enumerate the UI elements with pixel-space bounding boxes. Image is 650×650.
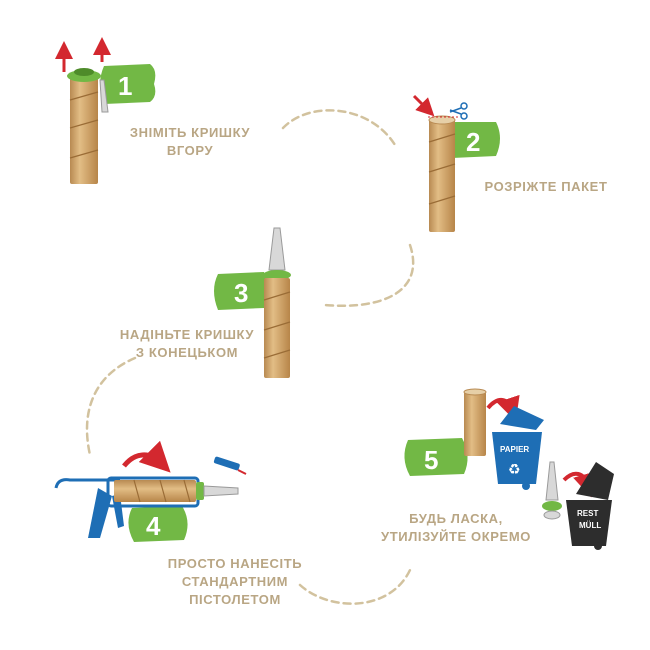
step-5-cap (542, 501, 562, 511)
gun-handle (88, 488, 112, 538)
step-4-label-line3: ПІСТОЛЕТОМ (189, 592, 281, 607)
step-5-label-line2: УТИЛІЗУЙТЕ ОКРЕМО (381, 529, 531, 544)
step-1-label: ЗНІМІТЬ КРИШКУ ВГОРУ (120, 124, 260, 160)
step-2-label-line1: РОЗРІЖТЕ ПАКЕТ (484, 179, 608, 194)
step-1-nozzle (99, 79, 109, 113)
step-1-number: 1 (118, 71, 132, 101)
connector-4-5 (298, 568, 412, 605)
rest-bin-label-1: REST (577, 509, 598, 518)
cutter-knife-icon (213, 456, 247, 475)
caulking-gun (54, 476, 239, 538)
step-5-badge (404, 438, 468, 476)
step-1-tube (70, 78, 98, 184)
curved-arrow-icon (122, 440, 171, 473)
paper-bin-icon: PAPIER ♻ (492, 406, 544, 490)
step-3-tube (264, 278, 290, 378)
step-3-tube-stripes (263, 291, 291, 359)
rest-bin-icon: REST MÜLL (566, 462, 614, 550)
step-3-cap (263, 270, 291, 280)
step-4-tube (114, 480, 196, 502)
step-3-label: НАДІНЬТЕ КРИШКУ З КОНЕЦЬКОМ (112, 326, 262, 362)
step-2-tube-stripes (428, 133, 456, 205)
step-5-label: БУДЬ ЛАСКА, УТИЛІЗУЙТЕ ОКРЕМО (370, 510, 542, 546)
step-2: 2 (412, 94, 500, 232)
step-4-label-line1: ПРОСТО НАНЕСІТЬ (167, 556, 303, 571)
step-3-label-line1: НАДІНЬТЕ КРИШКУ (119, 327, 255, 342)
step-4-label-line2: СТАНДАРТНИМ (181, 574, 289, 589)
step-4-nozzle (203, 485, 239, 497)
step-5-nozzle (545, 461, 559, 501)
step-3-label-line2: З КОНЕЦЬКОМ (135, 345, 239, 360)
scissors-icon (449, 102, 468, 120)
step-1-label-line2: ВГОРУ (166, 143, 214, 158)
step-4-badge (128, 506, 188, 542)
step-5-number: 5 (424, 445, 438, 475)
connector-1-2 (281, 109, 397, 147)
connector-3-4 (85, 356, 137, 457)
step-5-empty-tube-top (463, 388, 487, 396)
step-1-cap-top (74, 68, 94, 76)
step-4-tube-stripes (133, 479, 191, 503)
step-3: 3 (214, 227, 291, 378)
step-2-label: РОЗРІЖТЕ ПАКЕТ (478, 178, 614, 196)
step-3-nozzle (268, 227, 286, 271)
step-1-badge (100, 64, 156, 104)
rest-bin-label-2: MÜLL (579, 521, 601, 530)
step-2-badge (449, 122, 500, 158)
dashed-connectors (85, 109, 415, 605)
down-arrow-icon (412, 94, 435, 117)
step-5-label-line1: БУДЬ ЛАСКА, (409, 511, 503, 526)
step-3-badge (214, 272, 268, 310)
step-3-number: 3 (234, 278, 248, 308)
gun-rod (54, 478, 120, 489)
step-4-number: 4 (146, 511, 161, 541)
curved-arrow-icon (486, 394, 520, 422)
step-4-label: ПРОСТО НАНЕСІТЬ СТАНДАРТНИМ ПІСТОЛЕТОМ (155, 555, 315, 609)
step-5-cap-base (543, 510, 561, 520)
step-2-tube (429, 120, 455, 232)
paper-bin-label: PAPIER (500, 445, 529, 454)
gun-trigger (112, 494, 124, 528)
step-1-tube-stripes (69, 91, 99, 159)
step-5: 5 PAPIER ♻ REST MÜLL (404, 388, 614, 550)
step-4: 4 (54, 440, 247, 542)
connector-2-3 (323, 243, 415, 307)
step-1-label-line1: ЗНІМІТЬ КРИШКУ (129, 125, 251, 140)
step-5-empty-tube (464, 392, 486, 456)
step-1: 1 (55, 37, 156, 184)
step-2-number: 2 (466, 127, 480, 157)
recycle-icon: ♻ (508, 462, 521, 478)
step-4-cap (196, 482, 204, 500)
step-2-top (428, 115, 456, 125)
